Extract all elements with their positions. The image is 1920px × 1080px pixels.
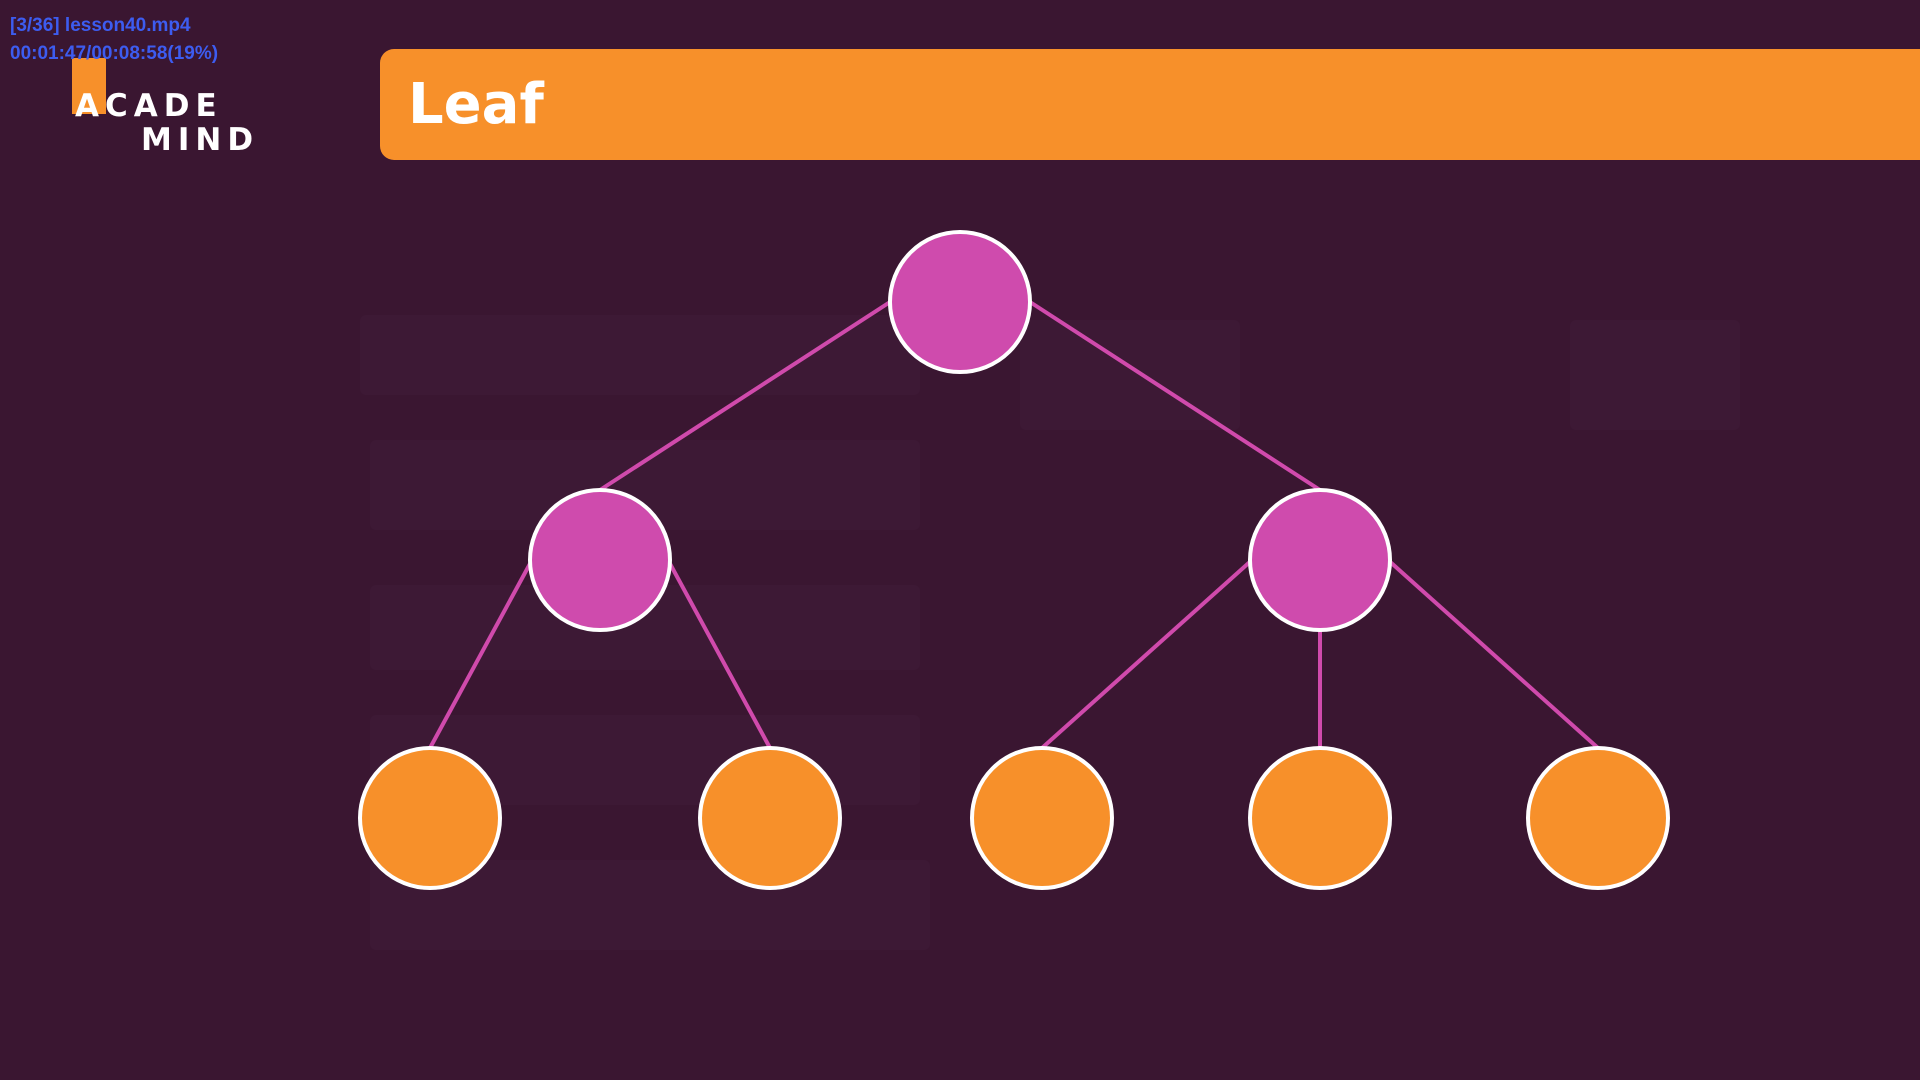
- title-banner: [380, 49, 1920, 160]
- file-label: [3/36] lesson40.mp4: [10, 15, 191, 36]
- ghost-shape: [360, 315, 920, 395]
- leaf-node: [698, 746, 842, 890]
- tree-edge: [1028, 300, 1322, 492]
- leaf-node: [358, 746, 502, 890]
- inner-node: [528, 488, 672, 632]
- tree-edge: [666, 559, 772, 749]
- tree-edge: [1040, 558, 1254, 750]
- logo-text-line1: ACADE: [75, 88, 223, 124]
- player-osd: [3/36] lesson40.mp4 00:01:47/00:08:58(19…: [10, 12, 218, 68]
- inner-node: [1248, 488, 1392, 632]
- tree-edge: [1386, 558, 1600, 750]
- academind-logo: ACADE MIND: [70, 58, 253, 158]
- ghost-shape: [1020, 320, 1240, 430]
- logo-mark: [72, 58, 106, 114]
- inner-node: [888, 230, 1032, 374]
- time-label: 00:01:47/00:08:58(19%): [10, 43, 219, 64]
- logo-text-line2: MIND: [141, 122, 260, 158]
- slide-title: Leaf: [408, 72, 544, 137]
- leaf-node: [1248, 746, 1392, 890]
- leaf-node: [970, 746, 1114, 890]
- ghost-shape: [1570, 320, 1740, 430]
- leaf-node: [1526, 746, 1670, 890]
- tree-edge: [428, 559, 534, 749]
- tree-edge: [598, 300, 892, 492]
